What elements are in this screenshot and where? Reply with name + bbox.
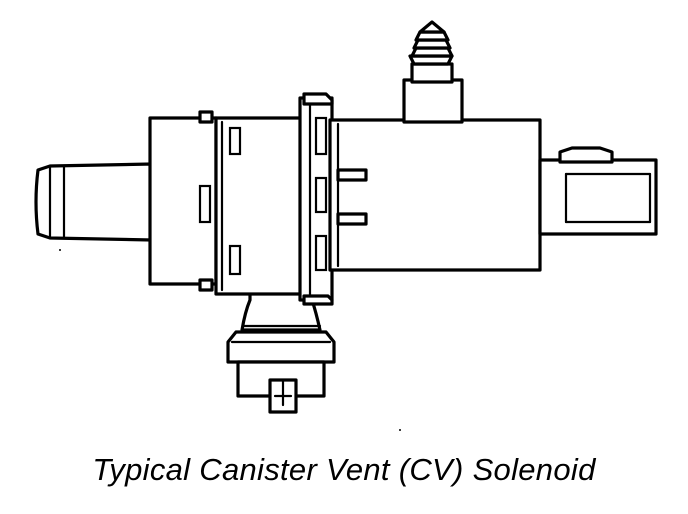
terminal-pin [336,212,368,226]
housing-slot [228,126,242,156]
right-electrical-connector [538,146,658,236]
housing-slot [198,184,212,224]
solenoid-body [328,118,542,272]
flange-slot [314,116,328,156]
housing-slot [228,244,242,276]
flange-slot [314,234,328,272]
top-vent-fitting [402,20,464,124]
flange-slot [314,176,328,214]
mounting-flange [298,92,334,306]
terminal-pin [336,168,368,182]
diagram-caption: Typical Canister Vent (CV) Solenoid [92,452,596,487]
left-inlet-nipple [34,162,154,242]
center-housing [198,116,306,296]
